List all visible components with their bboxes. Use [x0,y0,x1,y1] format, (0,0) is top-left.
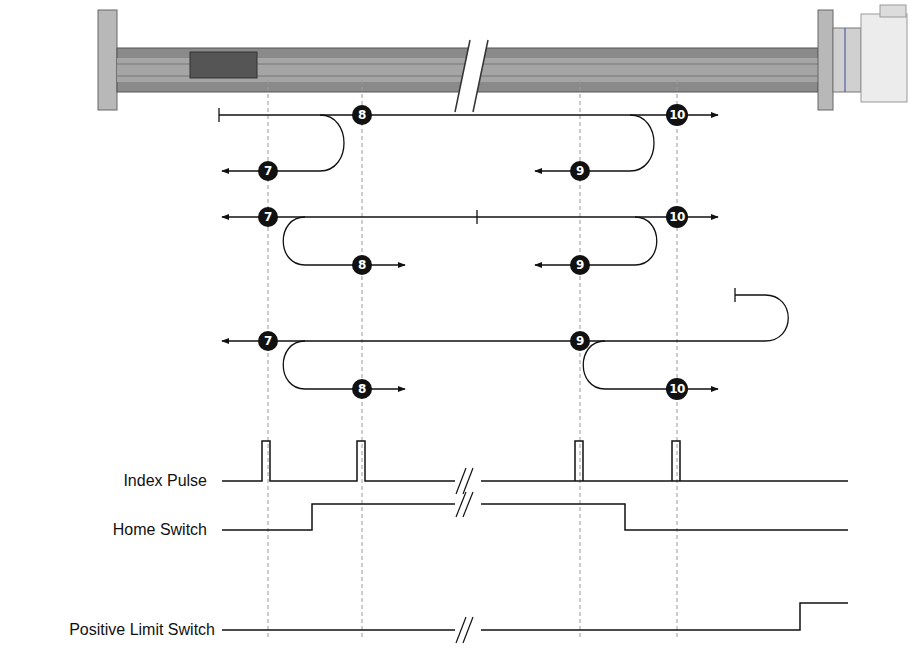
callout-number: 7 [258,207,278,227]
callout-number: 8 [352,255,372,275]
callout-text: 8 [358,383,366,395]
callout-text: 7 [264,335,272,347]
callout-text: 10 [669,383,685,395]
callout-number: 7 [258,331,278,351]
callout-text: 9 [576,165,584,177]
break-marks [455,468,481,644]
callout-text: 7 [264,165,272,177]
callout-number: 8 [352,105,372,125]
linear-actuator [98,5,907,112]
callout-text: 9 [576,335,584,347]
signal-name: Positive Limit Switch [69,620,215,639]
callout-number: 10 [666,378,688,400]
homing-trajectories [219,108,788,389]
callout-number: 8 [352,379,372,399]
callout-number: 10 [666,206,688,228]
callout-text: 10 [669,109,685,121]
callout-text: 8 [358,109,366,121]
callout-text: 8 [358,259,366,271]
callout-text: 10 [669,211,685,223]
callout-number: 9 [570,161,590,181]
callout-text: 7 [264,211,272,223]
callout-number: 9 [570,331,590,351]
callout-number: 10 [666,104,688,126]
callout-number: 7 [258,161,278,181]
guide-lines [268,80,677,640]
signal-name: Home Switch [113,520,207,539]
callout-text: 9 [576,259,584,271]
signal-name: Index Pulse [123,471,207,490]
signal-traces [222,441,848,630]
callout-number: 9 [570,255,590,275]
